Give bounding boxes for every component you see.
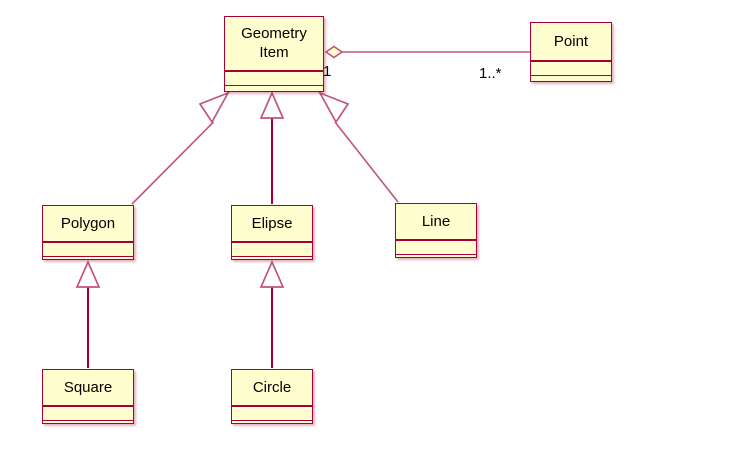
class-methods-compartment [43,421,133,434]
class-name-square: Square [63,378,113,396]
generalization-square-to-polygon[interactable] [75,259,101,368]
class-attributes-compartment [396,241,476,254]
aggregation-geometry-item-point[interactable] [324,45,530,59]
class-attributes-compartment [43,407,133,420]
class-separator [232,255,312,257]
class-separator [43,419,133,421]
class-separator [43,405,133,407]
generalization-polygon-to-geometry-item[interactable] [131,91,230,205]
generalization-triangle-icon [198,91,230,124]
class-attributes-compartment [43,243,133,256]
class-box-geometry-item[interactable]: Geometry Item [224,16,324,92]
class-attributes-compartment [232,407,312,420]
class-box-polygon[interactable]: Polygon [42,205,134,260]
class-name-circle: Circle [252,378,292,396]
class-separator [531,74,611,76]
generalization-line-to-geometry-item[interactable] [318,91,399,203]
class-name-elipse: Elipse [251,214,293,232]
generalization-triangle-icon [259,90,285,119]
class-separator [43,255,133,257]
class-attributes-compartment [232,243,312,256]
class-name-polygon: Polygon [60,214,116,232]
class-box-circle[interactable]: Circle [231,369,313,424]
class-box-line[interactable]: Line [395,203,477,258]
class-attributes-compartment [531,62,611,75]
class-box-square[interactable]: Square [42,369,134,424]
class-separator [232,405,312,407]
class-methods-compartment [232,257,312,270]
class-methods-compartment [225,86,323,99]
class-methods-compartment [232,421,312,434]
generalization-elipse-to-geometry-item[interactable] [259,90,285,204]
aggregation-diamond-icon [324,45,344,59]
generalization-triangle-icon [75,259,101,288]
class-separator [232,241,312,243]
generalization-circle-to-elipse[interactable] [259,259,285,368]
class-separator [396,239,476,241]
class-separator [225,70,323,72]
multiplicity-label-source: 1 [323,63,332,80]
multiplicity-label-target: 1..* [479,65,502,82]
class-separator [396,253,476,255]
class-name-geometry-item: Geometry Item [241,25,307,61]
generalization-triangle-icon [318,91,350,124]
generalization-triangle-icon [259,259,285,288]
generalization-line [334,121,399,203]
class-box-elipse[interactable]: Elipse [231,205,313,260]
class-attributes-compartment [225,72,323,85]
class-methods-compartment [396,255,476,268]
class-separator [43,241,133,243]
class-separator [225,84,323,86]
class-name-point: Point [553,32,589,50]
class-methods-compartment [531,76,611,89]
class-separator [232,419,312,421]
class-separator [531,60,611,62]
generalization-line [131,121,215,205]
class-methods-compartment [43,257,133,270]
class-box-point[interactable]: Point [530,22,612,82]
class-name-line: Line [421,212,451,230]
